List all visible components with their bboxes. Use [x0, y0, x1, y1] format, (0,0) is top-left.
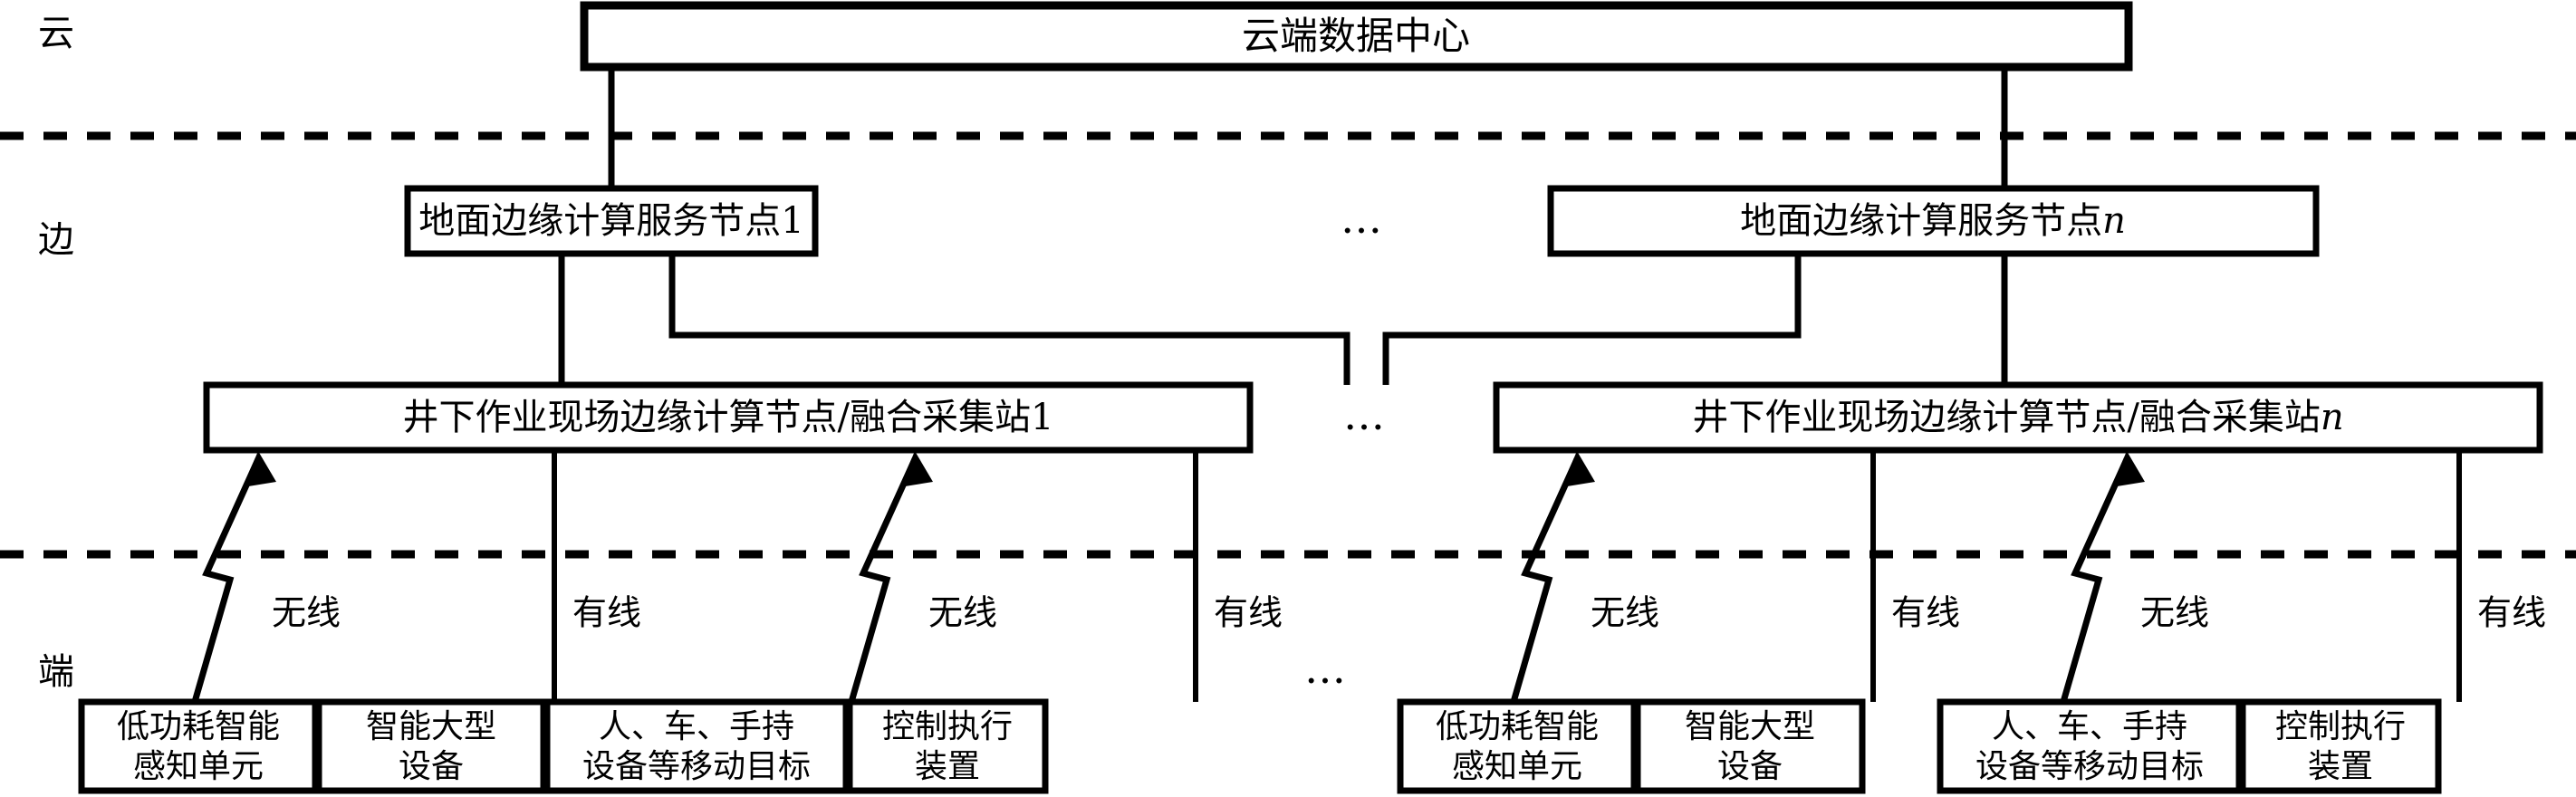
link-label-wired-3: 有线: [1891, 593, 1960, 633]
arrow-head-icon: [2111, 451, 2145, 487]
link-label-wireless-3: 无线: [1591, 593, 1659, 633]
connector-service1-to-fieldn: [668, 254, 1350, 385]
edge-field-node-n-main: 井下作业现场边缘计算节点/融合采集站: [1692, 397, 2320, 438]
edge-service-node-n-label: 地面边缘计算服务节点n: [1740, 200, 2126, 242]
terminal-box[interactable]: [2239, 698, 2442, 794]
link-label-wireless-2: 无线: [928, 593, 997, 633]
edge-field-node-n-label: 井下作业现场边缘计算节点/融合采集站n: [1692, 397, 2343, 438]
terminal-item-mobile-targets-1[interactable]: 人、车、手持 设备等移动目标: [543, 698, 850, 794]
terminal-label-line2: 装置: [2308, 748, 2373, 785]
cloud-data-center-label: 云端数据中心: [1242, 14, 1470, 58]
edge-service-node-1[interactable]: 地面边缘计算服务节点1: [404, 185, 819, 257]
cloud-data-center-node[interactable]: 云端数据中心: [580, 1, 2133, 72]
edge-field-node-1-suffix: 1: [1031, 397, 1053, 438]
terminal-item-low-power-sensing-1[interactable]: 低功耗智能 感知单元: [78, 698, 319, 794]
terminal-item-smart-equipment-1[interactable]: 智能大型 设备: [315, 698, 547, 794]
wireless-link-4: [2060, 451, 2145, 703]
lightning-bolt-icon: [848, 457, 918, 703]
terminal-label-line1: 控制执行: [2275, 708, 2406, 745]
arrow-head-icon: [899, 451, 933, 487]
terminal-label-line1: 低功耗智能: [117, 708, 280, 745]
terminal-item-mobile-targets-n[interactable]: 人、车、手持 设备等移动目标: [1937, 698, 2243, 794]
terminal-label-line1: 人、车、手持: [1992, 708, 2187, 745]
edge-field-node-1-main: 井下作业现场边缘计算节点/融合采集站: [403, 397, 1031, 438]
terminal-item-low-power-sensing-n[interactable]: 低功耗智能 感知单元: [1397, 698, 1638, 794]
edge-internal-connectors: [558, 254, 2008, 385]
wireless-link-3: [1510, 451, 1595, 703]
terminal-label-line2: 设备: [1717, 748, 1783, 785]
lightning-bolt-icon: [191, 457, 262, 703]
ellipsis-terminal-row: …: [1304, 644, 1350, 693]
link-label-wireless-1: 无线: [272, 593, 341, 633]
arrow-head-icon: [243, 451, 276, 487]
edge-service-node-1-box[interactable]: [404, 185, 819, 257]
cloud-data-center-box[interactable]: [580, 1, 2133, 72]
edge-field-node-n-box[interactable]: [1493, 381, 2543, 454]
terminal-box[interactable]: [1937, 698, 2243, 794]
edge-field-node-1[interactable]: 井下作业现场边缘计算节点/融合采集站1: [203, 381, 1254, 454]
connector-servicen-to-field1: [1382, 254, 1802, 385]
lightning-bolt-icon: [2060, 457, 2130, 703]
edge-service-node-n-main: 地面边缘计算服务节点: [1740, 200, 2102, 242]
edge-service-node-1-label: 地面边缘计算服务节点1: [418, 200, 803, 242]
edge-field-node-n[interactable]: 井下作业现场边缘计算节点/融合采集站n: [1493, 381, 2543, 454]
terminal-label-line1: 低功耗智能: [1436, 708, 1599, 745]
ellipsis-field-row: …: [1343, 390, 1389, 439]
cloud-to-edge-connectors: [608, 67, 2008, 188]
ellipsis-service-row: …: [1341, 194, 1386, 243]
edge-service-node-n-box[interactable]: [1547, 185, 2320, 257]
terminal-box[interactable]: [315, 698, 547, 794]
terminal-item-smart-equipment-n[interactable]: 智能大型 设备: [1634, 698, 1866, 794]
terminal-box[interactable]: [1634, 698, 1866, 794]
terminal-label-line1: 人、车、手持: [599, 708, 794, 745]
tier-label-terminal: 端: [38, 651, 74, 693]
terminal-item-control-actuator-n[interactable]: 控制执行 装置: [2239, 698, 2442, 794]
tier-labels: 云 边 端: [38, 13, 74, 693]
terminal-box[interactable]: [1397, 698, 1638, 794]
lightning-bolt-icon: [1510, 457, 1581, 703]
terminal-label-line1: 控制执行: [882, 708, 1013, 745]
link-label-wired-4: 有线: [2477, 593, 2546, 633]
wireless-link-1: [191, 451, 276, 703]
terminal-label-line1: 智能大型: [366, 708, 496, 745]
edge-service-node-1-suffix: 1: [781, 200, 803, 242]
edge-field-node-1-label: 井下作业现场边缘计算节点/融合采集站1: [403, 397, 1054, 438]
terminal-label-line2: 感知单元: [133, 748, 264, 785]
edge-service-node-n-suffix: n: [2102, 200, 2126, 242]
arrow-head-icon: [1562, 451, 1595, 487]
edge-field-node-n-suffix: n: [2321, 397, 2344, 438]
terminal-box[interactable]: [846, 698, 1049, 794]
edge-service-node-n[interactable]: 地面边缘计算服务节点n: [1547, 185, 2320, 257]
tier-label-cloud: 云: [38, 13, 74, 54]
link-label-wired-2: 有线: [1214, 593, 1283, 633]
link-label-wired-1: 有线: [572, 593, 641, 633]
terminal-label-line2: 感知单元: [1452, 748, 1582, 785]
terminal-label-line2: 设备等移动目标: [1975, 748, 2204, 785]
terminal-label-line2: 设备: [399, 748, 464, 785]
wireless-link-2: [848, 451, 933, 703]
terminal-label-line2: 装置: [915, 748, 980, 785]
tier-dividers: [0, 131, 2576, 559]
terminal-label-line2: 设备等移动目标: [582, 748, 811, 785]
terminal-box[interactable]: [78, 698, 319, 794]
terminal-item-control-actuator-1[interactable]: 控制执行 装置: [846, 698, 1049, 794]
edge-field-node-1-box[interactable]: [203, 381, 1254, 454]
terminal-box[interactable]: [543, 698, 850, 794]
tier-label-edge: 边: [38, 219, 74, 261]
terminal-label-line1: 智能大型: [1685, 708, 1815, 745]
edge-service-node-1-main: 地面边缘计算服务节点: [418, 200, 781, 242]
link-label-wireless-4: 无线: [2140, 593, 2209, 633]
